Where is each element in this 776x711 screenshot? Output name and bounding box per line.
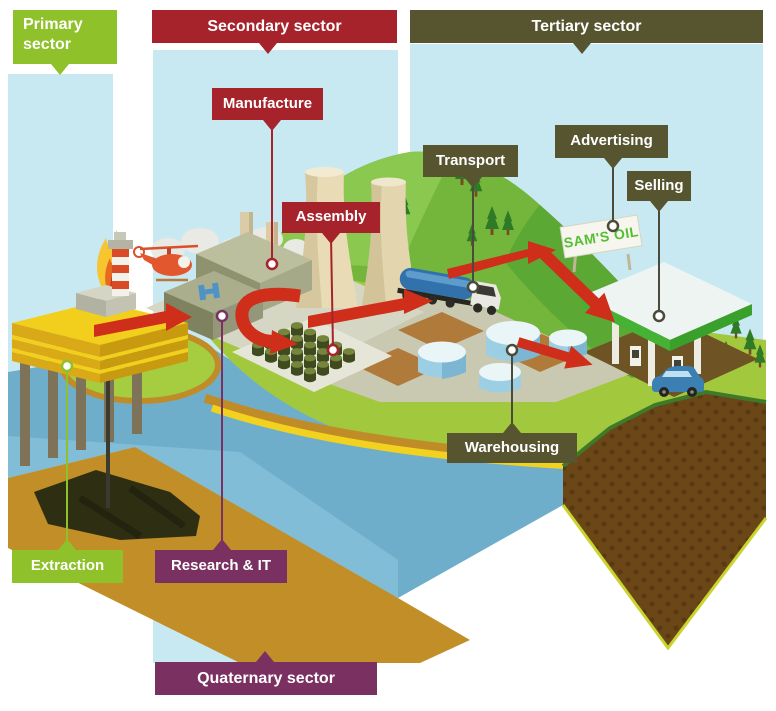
- cliff: [561, 389, 768, 651]
- billboard: SAM'S OIL: [559, 214, 643, 273]
- advertising-pointer: [604, 158, 622, 169]
- primary-sector-pointer: [51, 64, 69, 75]
- quaternary-sector-text: Quaternary sector: [197, 669, 335, 687]
- transport-pointer: [464, 177, 482, 188]
- station-pad: [584, 317, 758, 397]
- label-extraction: Extraction: [12, 539, 123, 583]
- label-advertising: Advertising: [555, 125, 668, 169]
- research-it-text: Research & IT: [170, 557, 272, 575]
- warehousing-text: Warehousing: [464, 438, 560, 456]
- car: [652, 366, 704, 397]
- arrow-factory-uturn: [235, 287, 301, 348]
- arrow-truck-to-hill: [447, 241, 556, 279]
- manufacture-pointer: [263, 120, 281, 131]
- transport-text: Transport: [435, 151, 506, 169]
- warehousing-pointer: [503, 422, 521, 433]
- label-warehousing: Warehousing: [447, 422, 577, 463]
- arrow-rig-to-land: [94, 303, 192, 337]
- primary-sector-text: Primary sector: [23, 16, 83, 53]
- label-tertiary-sector: Tertiary sector: [410, 10, 763, 54]
- label-transport: Transport: [423, 145, 518, 188]
- selling-pointer: [650, 201, 668, 212]
- quaternary-sector-pointer: [256, 651, 274, 662]
- extraction-pointer: [58, 539, 76, 550]
- helipad-h: [198, 282, 221, 301]
- label-research-it: Research & IT: [155, 539, 287, 583]
- label-secondary-sector: Secondary sector: [152, 10, 397, 54]
- manufacture-text: Manufacture: [222, 94, 313, 112]
- drill-pipe: [106, 358, 110, 508]
- connectors: [60, 124, 666, 546]
- oil-deposit: [34, 470, 200, 540]
- label-quaternary-sector: Quaternary sector: [155, 651, 377, 695]
- assembly-connector: [330, 236, 334, 349]
- oil-rig: [12, 230, 188, 508]
- secondary-sector-text: Secondary sector: [207, 17, 342, 35]
- assembly-pointer: [322, 233, 340, 244]
- arrow-assembly-to-truck: [308, 289, 433, 328]
- striped-tower: [108, 232, 133, 296]
- helicopter: [133, 244, 199, 282]
- advertising-text: Advertising: [570, 132, 653, 150]
- label-assembly: Assembly: [282, 202, 380, 244]
- assembly-text: Assembly: [295, 208, 367, 226]
- label-primary-sector: Primary sector: [13, 10, 117, 75]
- label-selling: Selling: [627, 171, 691, 212]
- research-it-pointer: [213, 539, 231, 550]
- flow-arrows: [94, 241, 615, 369]
- extraction-text: Extraction: [30, 557, 105, 575]
- arrow-hill-to-station: [535, 245, 615, 323]
- label-manufacture: Manufacture: [212, 88, 323, 131]
- selling-text: Selling: [634, 176, 684, 194]
- tertiary-sector-text: Tertiary sector: [531, 17, 642, 35]
- tertiary-sector-pointer: [573, 43, 591, 54]
- secondary-sector-pointer: [259, 43, 277, 54]
- arrow-factory-uturn-head: [270, 330, 298, 354]
- arrow-tanks-to-station: [516, 337, 593, 369]
